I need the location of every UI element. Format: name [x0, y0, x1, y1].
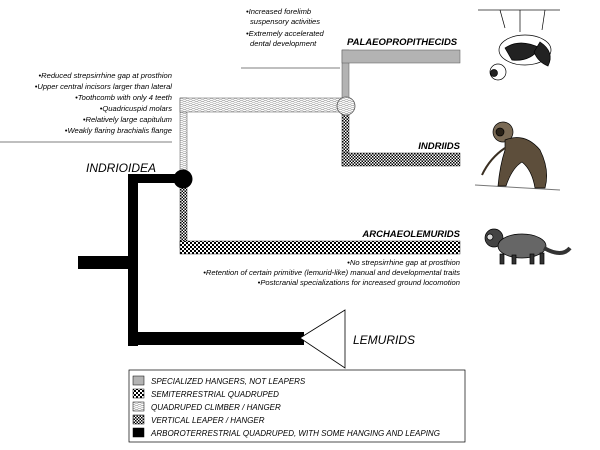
label-lemurids: LEMURIDS — [353, 333, 415, 347]
legend-label: SEMITERRESTRIAL QUADRUPED — [151, 390, 279, 399]
tree-branches — [78, 49, 461, 369]
legend-swatch-quad — [132, 401, 145, 412]
note-line: suspensory activities — [250, 17, 320, 26]
palaeo-branch — [341, 49, 461, 64]
indriid-branch — [341, 152, 461, 167]
note-line: •Postcranial specializations for increas… — [258, 278, 460, 287]
legend-label: QUADRUPED CLIMBER / HANGER — [151, 403, 281, 412]
legend-swatch-semi — [132, 388, 145, 399]
lemurid-triangle — [299, 309, 346, 369]
note-line: •Increased forelimb — [246, 7, 311, 16]
note-line: •Reduced strepsirrhine gap at prosthion — [38, 71, 172, 80]
note-line: •Relatively large capitulum — [83, 115, 172, 124]
note-line: •Quadricuspid molars — [100, 104, 172, 113]
archaeo-lemur-illustration — [484, 228, 572, 265]
quad-horizontal-branch — [179, 97, 345, 113]
note-line: •Weakly flaring brachialis flange — [65, 126, 172, 135]
note-line: •Retention of certain primitive (lemurid… — [203, 268, 460, 277]
label-archaeolemurids: ARCHAEOLEMURIDS — [361, 229, 460, 240]
indrioidea-node — [173, 169, 193, 189]
legend-swatch-vert — [132, 414, 145, 425]
legend-box — [128, 369, 466, 443]
note-line: dental development — [250, 39, 317, 48]
archaeo-branch — [179, 240, 461, 255]
indrioidea-stem — [128, 174, 183, 183]
legend-label: VERTICAL LEAPER / HANGER — [151, 416, 265, 425]
palaeo-indriid-node — [336, 96, 356, 116]
note-line: •Toothcomb with only 4 teeth — [75, 93, 172, 102]
note-line: •No strepsirrhine gap at prosthion — [347, 258, 460, 267]
note-line: •Upper central incisors larger than late… — [35, 82, 173, 91]
trunk-branch — [128, 178, 138, 346]
legend-swatch-gray — [132, 375, 145, 386]
indriid-lemur-illustration — [474, 121, 561, 191]
palaeo-lemur-illustration — [478, 9, 560, 81]
archaeo-vertical-branch — [179, 179, 188, 249]
archaeo-notes: •No strepsirrhine gap at prosthion •Rete… — [203, 258, 460, 287]
legend-label: SPECIALIZED HANGERS, NOT LEAPERS — [151, 377, 306, 386]
label-indriids: INDRIIDS — [418, 141, 460, 152]
lemurid-branch — [128, 332, 304, 345]
label-indrioidea: INDRIOIDEA — [86, 161, 156, 175]
indrioidea-notes: •Reduced strepsirrhine gap at prosthion … — [35, 71, 173, 135]
legend: SPECIALIZED HANGERS, NOT LEAPERS SEMITER… — [128, 369, 466, 443]
note-line: •Extremely accelerated — [246, 29, 325, 38]
root-branch — [78, 256, 128, 269]
legend-swatch-black — [132, 427, 145, 438]
legend-label: ARBOROTERRESTRIAL QUADRUPED, WITH SOME H… — [150, 429, 440, 438]
label-palaeopropithecids: PALAEOPROPITHECIDS — [347, 37, 458, 48]
palaeo-notes: •Increased forelimb suspensory activitie… — [241, 7, 340, 69]
